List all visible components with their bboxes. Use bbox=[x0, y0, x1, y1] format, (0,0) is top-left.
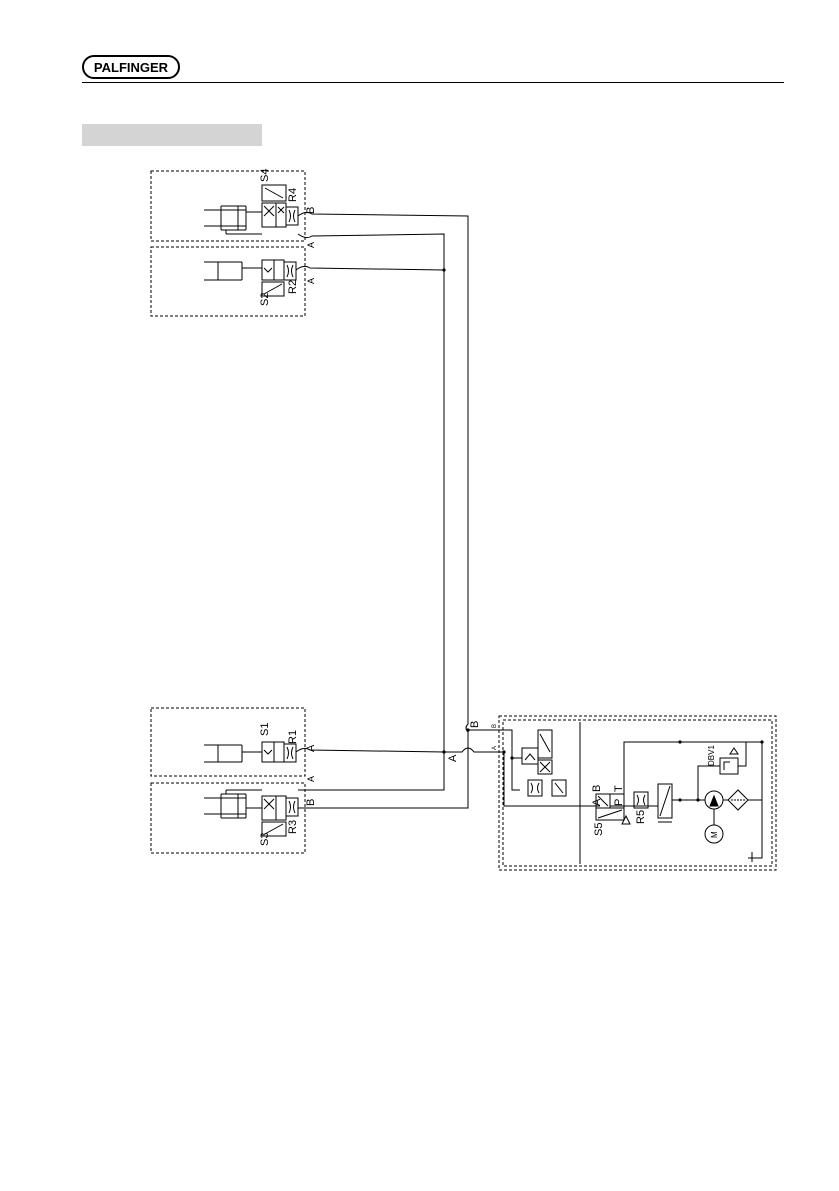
label-b-unit: B bbox=[492, 724, 498, 728]
label-p-s5: P bbox=[613, 799, 625, 806]
label-s5: S5 bbox=[593, 823, 605, 836]
unit-pipe-dbv bbox=[698, 766, 720, 800]
filter-symbol bbox=[728, 790, 748, 810]
label-m: M bbox=[710, 831, 719, 838]
pipe-b bbox=[298, 212, 468, 808]
restrictor-r2 bbox=[284, 262, 296, 280]
label-r1: R1 bbox=[287, 730, 299, 744]
label-s3: S3 bbox=[259, 833, 271, 846]
labels: S4 R4 B A S2 R2 A S1 R1 A B A A S3 R3 B … bbox=[259, 169, 719, 846]
restrictor-r1 bbox=[284, 744, 296, 762]
cylinder-s4 bbox=[204, 206, 262, 234]
restrictor-r4 bbox=[286, 207, 298, 225]
restrictor-r3 bbox=[286, 798, 298, 816]
label-b-bus: B bbox=[469, 721, 481, 728]
label-dbv1: DBV1 bbox=[707, 745, 716, 766]
valve-s5 bbox=[596, 794, 630, 824]
valve-s1 bbox=[262, 742, 284, 762]
junction-dots bbox=[442, 268, 763, 801]
relief-valve-dbv1 bbox=[720, 748, 738, 774]
valve-s2 bbox=[262, 260, 284, 296]
pipe-a bbox=[298, 234, 444, 790]
valve-s3 bbox=[262, 796, 286, 836]
label-r4: R4 bbox=[287, 188, 299, 202]
label-a-s5: A bbox=[591, 798, 603, 806]
label-b-s3: B bbox=[305, 799, 317, 806]
label-a-unit: A bbox=[492, 746, 498, 750]
valve-s4 bbox=[262, 185, 286, 227]
label-a-bus: A bbox=[447, 754, 459, 762]
pipe-a-loop bbox=[512, 758, 520, 790]
pump-symbol bbox=[705, 791, 723, 809]
pipe-a-s2 bbox=[296, 266, 444, 270]
label-a-s2: A bbox=[306, 278, 316, 284]
label-b-top: B bbox=[305, 207, 317, 214]
unit-pipe-return bbox=[738, 742, 746, 766]
label-a-s1: A bbox=[305, 744, 317, 752]
valve-s20 bbox=[522, 730, 552, 774]
label-t-s5: T bbox=[613, 785, 625, 792]
label-s2: S2 bbox=[259, 293, 271, 306]
label-r2: R2 bbox=[287, 280, 299, 294]
cylinder-s3 bbox=[204, 790, 262, 818]
label-r3: R3 bbox=[287, 820, 299, 834]
pipe-a-s1 bbox=[296, 748, 444, 752]
label-a-s3: A bbox=[306, 776, 316, 782]
label-a-top: A bbox=[306, 242, 316, 248]
restrictor-r20 bbox=[528, 780, 566, 796]
cylinder-s2 bbox=[204, 262, 262, 280]
label-r5: R5 bbox=[635, 810, 647, 824]
label-s4: S4 bbox=[259, 169, 271, 182]
label-b-s5: B bbox=[591, 785, 603, 792]
pipe-b-to-unit bbox=[468, 730, 522, 758]
pressure-valve bbox=[658, 784, 672, 822]
cylinder-s1 bbox=[204, 745, 262, 762]
label-s1: S1 bbox=[259, 723, 271, 736]
